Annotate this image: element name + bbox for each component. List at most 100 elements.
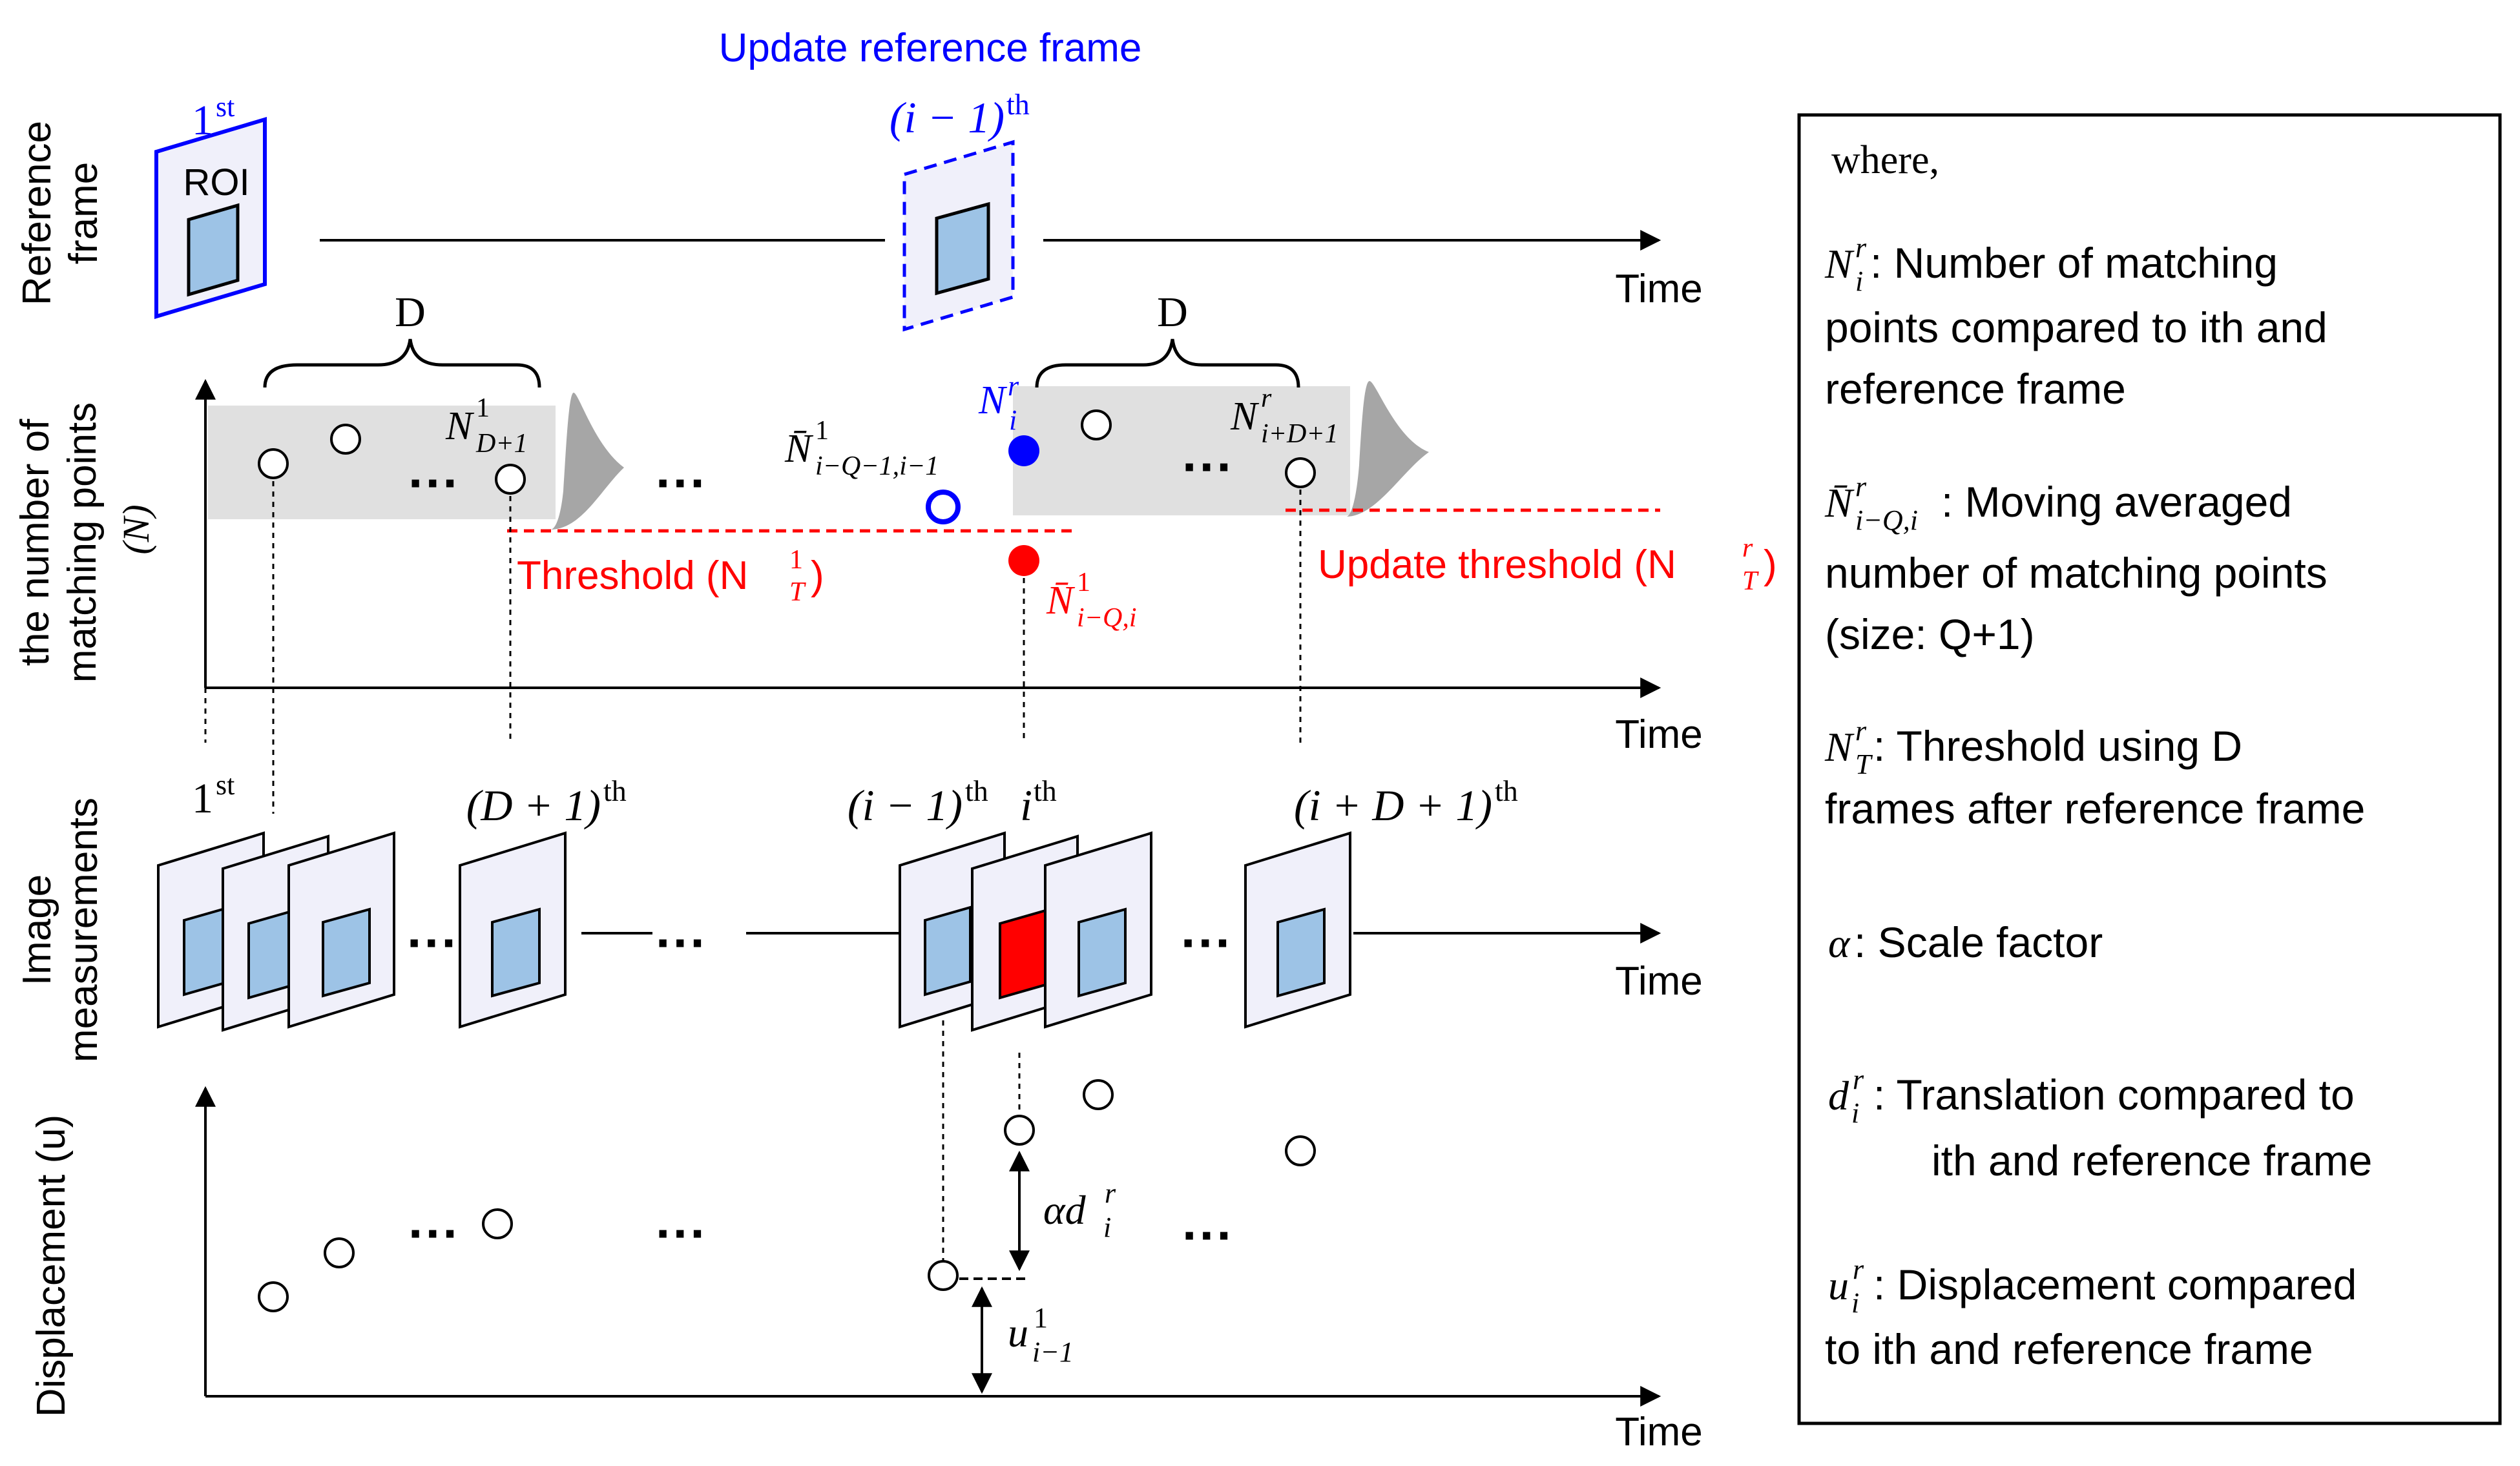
label-N-iD1-sup: r <box>1261 384 1272 413</box>
svg-text:frames after reference frame: frames after reference frame <box>1825 785 2365 832</box>
svg-text:d: d <box>1828 1073 1849 1119</box>
svg-text:: Displacement compared: : Displacement compared <box>1873 1261 2357 1308</box>
ref-ordinal-i-minus-1-sup: th <box>1006 88 1030 121</box>
brace-d-2 <box>1035 338 1300 388</box>
brace-d-1 <box>263 338 541 388</box>
label-u-prev-sup: 1 <box>1034 1302 1048 1334</box>
svg-text:i: i <box>1851 1287 1859 1319</box>
matching-point-1 <box>258 448 289 479</box>
ellipsis-images-2: ··· <box>656 914 707 971</box>
row-label-matching-line3: (N) <box>115 504 157 554</box>
time-label-matching: Time <box>1615 712 1702 757</box>
label-Nbar-QQ-sub: i−Q−1,i−1 <box>815 451 939 481</box>
svg-text:: Threshold using D: : Threshold using D <box>1873 722 2242 770</box>
legend-item-Ni: N r i : Number of matching points compar… <box>1824 232 2327 413</box>
svg-text:r: r <box>1855 715 1867 747</box>
matching-point-2 <box>330 424 361 455</box>
brace-d-2-label: D <box>1157 289 1188 336</box>
svg-text:: Translation compared to: : Translation compared to <box>1873 1071 2355 1119</box>
label-Nbar-QQ-sup: 1 <box>815 416 829 446</box>
label-N-i-sub: i <box>1009 404 1017 436</box>
ellipsis-matching-3: ··· <box>1182 438 1234 495</box>
svg-text:: Moving averaged: : Moving averaged <box>1941 478 2292 526</box>
label-N-D1-sub: D+1 <box>475 429 528 459</box>
displacement-point-iD1 <box>1285 1135 1316 1166</box>
svg-text:to ith and reference frame: to ith and reference frame <box>1825 1325 2313 1373</box>
time-label-reference: Time <box>1615 267 1702 311</box>
svg-text:N: N <box>1824 724 1855 770</box>
image-frame-iD1 <box>1244 831 1351 1029</box>
label-u-prev-sub: i−1 <box>1032 1336 1074 1368</box>
svg-text:Threshold (N: Threshold (N <box>517 553 748 598</box>
threshold-label-sup: 1 <box>789 545 803 575</box>
time-label-images: Time <box>1615 959 1702 1004</box>
svg-text:i: i <box>1855 265 1863 297</box>
svg-text:u: u <box>1828 1263 1849 1308</box>
image-frame-d1 <box>459 831 567 1029</box>
svg-text:(size: Q+1): (size: Q+1) <box>1825 610 2035 658</box>
ellipsis-matching-2: ··· <box>656 454 707 511</box>
threshold-label-sub: T <box>789 577 806 607</box>
ellipsis-images-1: ··· <box>407 914 459 971</box>
row-label-matching-line2: matching points <box>60 402 105 683</box>
legend-box <box>1797 113 2502 1425</box>
label-Nbar-Q-sup: 1 <box>1077 568 1090 597</box>
svg-text:i: i <box>1851 1097 1859 1129</box>
svg-text:T: T <box>1855 748 1873 780</box>
svg-text:points compared to ith and: points compared to ith and <box>1825 304 2327 351</box>
ordinal-first-sup: st <box>216 769 234 801</box>
ellipsis-displacement-3: ··· <box>1182 1206 1234 1264</box>
label-N-iD1: N <box>1230 395 1260 439</box>
svg-text:reference frame: reference frame <box>1825 365 2126 413</box>
displacement-point-i-minus-1 <box>928 1260 959 1291</box>
ordinal-i: i <box>1020 781 1032 830</box>
moving-avg-point <box>1008 545 1039 576</box>
legend-where: where, <box>1831 138 1939 182</box>
ellipsis-matching-1: ··· <box>408 454 460 511</box>
displacement-point-i-plus-1 <box>1083 1079 1114 1110</box>
label-Nbar-QQ: N̄ <box>784 427 814 471</box>
time-label-displacement: Time <box>1615 1410 1702 1454</box>
ordinal-i-minus-1-sup: th <box>965 774 988 807</box>
svg-text:N: N <box>1824 241 1855 287</box>
svg-text:: Scale factor: : Scale factor <box>1854 918 2103 966</box>
label-alpha-d-sub: i <box>1103 1212 1111 1243</box>
displacement-point-1 <box>258 1281 289 1312</box>
row-label-image-measurements: Image measurements <box>15 798 106 1062</box>
svg-text:N̄: N̄ <box>1824 480 1855 526</box>
row-label-image-line2: measurements <box>61 798 106 1062</box>
gauss-band-2 <box>1346 381 1429 517</box>
ordinal-first: 1 <box>192 775 213 822</box>
matching-point-d1 <box>495 464 526 495</box>
displacement-point-2 <box>324 1237 355 1268</box>
row-label-reference-frame: Reference frame <box>15 121 106 305</box>
first-ordinal-ref-sup: st <box>216 91 234 123</box>
moving-avg-point-prev <box>926 490 961 524</box>
matching-band-2 <box>1013 386 1350 515</box>
label-u-prev: u <box>1008 1310 1028 1356</box>
ellipsis-displacement-2: ··· <box>656 1204 707 1262</box>
legend-item-alpha: α : Scale factor <box>1828 918 2103 966</box>
image-frame-3 <box>287 831 395 1029</box>
legend-item-NT: N r T : Threshold using D frames after r… <box>1824 715 2365 832</box>
svg-text:r: r <box>1855 232 1867 263</box>
svg-text:r: r <box>1855 471 1867 502</box>
label-alpha-d-sup: r <box>1105 1177 1116 1209</box>
svg-text:r: r <box>1853 1254 1864 1285</box>
image-frame-i-plus-1 <box>1044 831 1152 1029</box>
row-label-image-line1: Image <box>15 874 59 986</box>
svg-text:i−Q,i: i−Q,i <box>1855 504 1918 536</box>
svg-text:: Number of matching: : Number of matching <box>1870 239 2278 287</box>
row-label-matching-points: the number of matching points (N) <box>13 402 157 683</box>
update-threshold-label-close: ) <box>1764 542 1777 587</box>
label-N-i-sup: r <box>1008 370 1019 402</box>
matching-point-i2 <box>1081 409 1112 440</box>
matching-point-i <box>1008 435 1039 466</box>
update-threshold-label-sub: T <box>1742 566 1759 596</box>
ellipsis-displacement-1: ··· <box>408 1204 460 1262</box>
reference-frame-first: ROI <box>154 116 267 320</box>
update-reference-frame-label: Update reference frame <box>719 26 1142 70</box>
matching-point-iD1 <box>1285 457 1316 488</box>
threshold-label-close: ) <box>811 553 824 598</box>
